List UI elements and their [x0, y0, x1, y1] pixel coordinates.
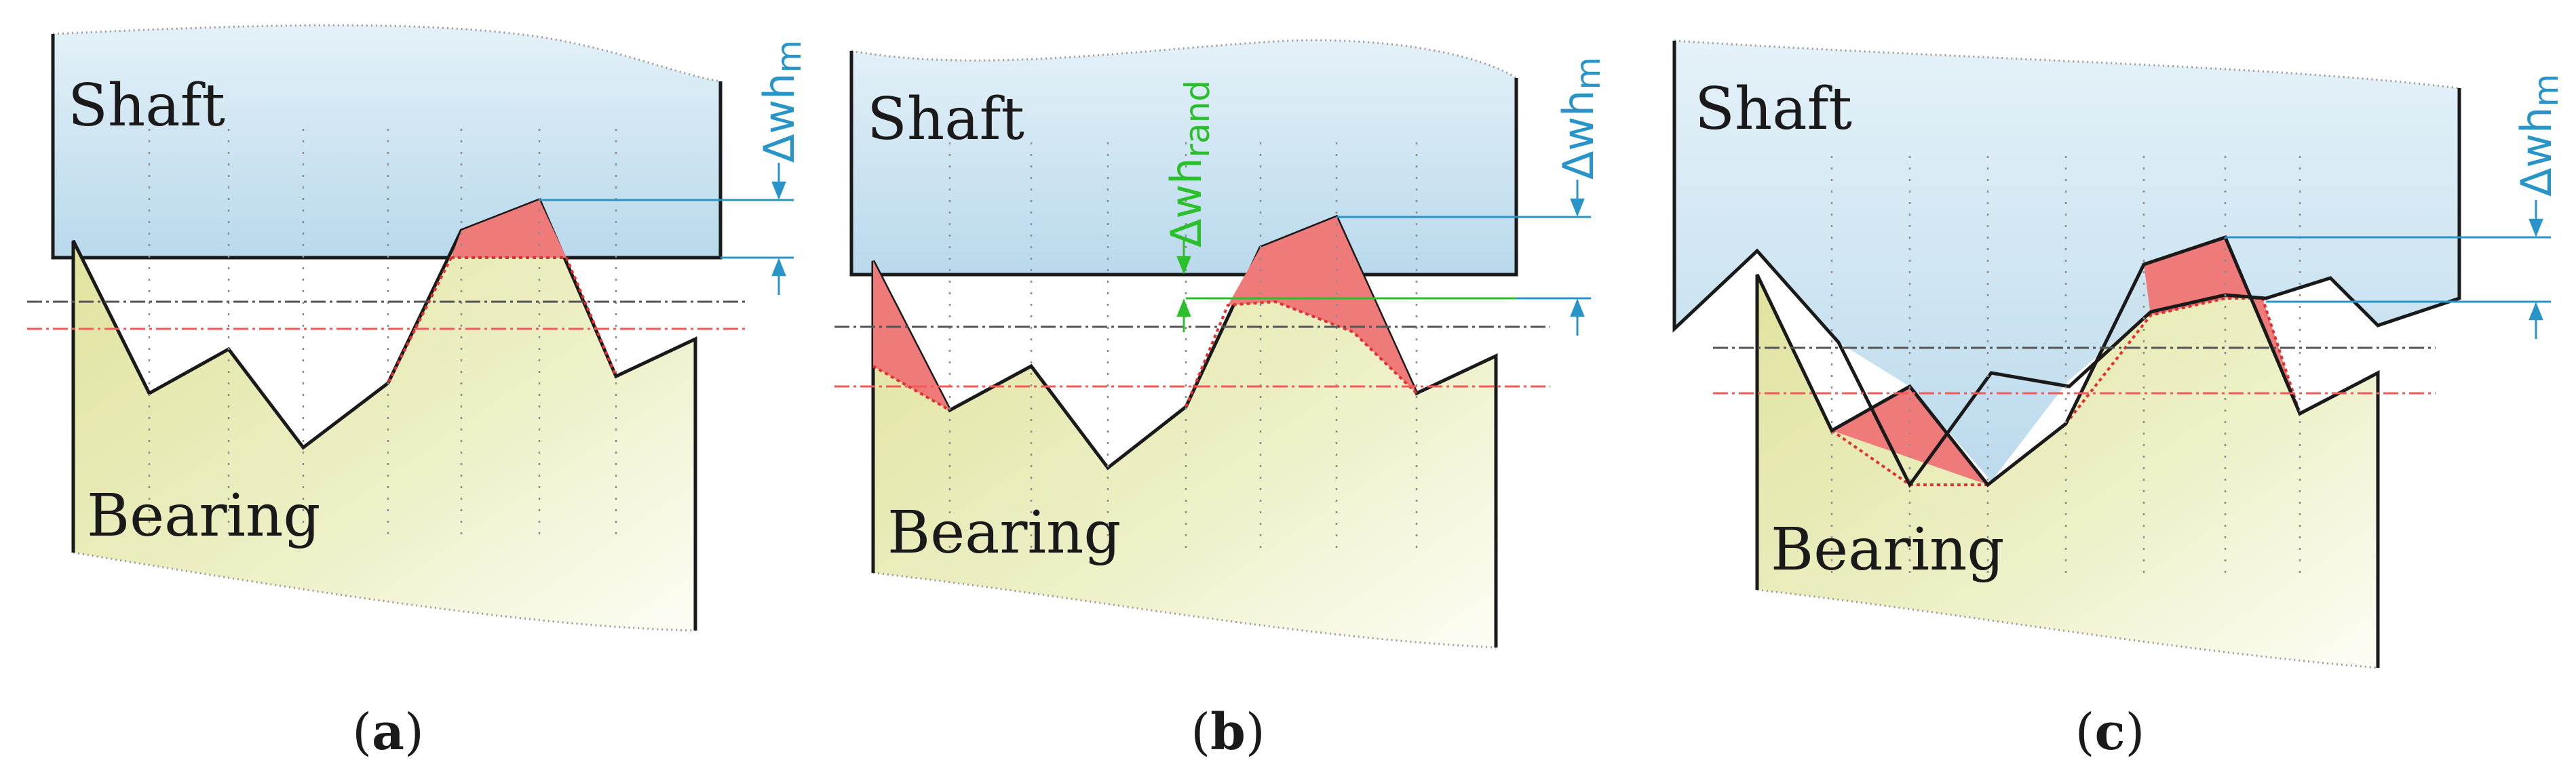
shaft-label: Shaft — [68, 72, 225, 140]
worn-profile — [387, 256, 617, 384]
svg-text:Δwhm: Δwhm — [2512, 74, 2566, 197]
overlap-region-right — [1228, 217, 1417, 393]
panel-a: Δwhm Shaft Bearing (a) — [27, 24, 809, 761]
bearing-body — [73, 200, 695, 631]
bearing-body — [873, 217, 1496, 648]
dimension-wear-m: Δwhm — [539, 40, 809, 295]
bearing-label: Bearing — [887, 499, 1121, 567]
shaft-outline — [849, 51, 1518, 277]
bearing-body — [1757, 237, 2378, 668]
dimension-wear-m: Δwhm — [1337, 57, 1608, 336]
dim-subscript: m — [769, 40, 809, 73]
worn-profile — [872, 300, 1418, 412]
bearing-label: Bearing — [87, 482, 320, 550]
overlap-region-left — [873, 261, 950, 410]
dimension-wear-m: Δwhm — [2225, 74, 2566, 339]
svg-text:Δwhm: Δwhm — [754, 40, 809, 163]
overlap-region-left — [1832, 386, 1988, 485]
caption-c: (c) — [2075, 703, 2145, 761]
dimension-wear-rand: Δwhrand — [1161, 80, 1591, 332]
dim-subscript: m — [1569, 57, 1608, 90]
shaft-outline — [51, 34, 723, 260]
bearing-bottom-edge — [872, 572, 1497, 649]
dim-symbol: Δwh — [1554, 90, 1603, 180]
caption-b: (b) — [1191, 703, 1265, 761]
bearing-outline — [1755, 235, 2380, 668]
dim-subscript: rand — [1178, 80, 1217, 158]
shaft-body — [1674, 41, 2459, 481]
caption-a: (a) — [352, 703, 424, 761]
bearing-bottom-edge — [1756, 589, 2379, 669]
overlap-region-right — [2144, 237, 2300, 414]
panel-b: Δwhrand Δwhm Shaft Bearing (b) — [834, 39, 1608, 761]
dim-symbol: Δwh — [754, 73, 804, 163]
svg-text:Δwhm: Δwhm — [1554, 57, 1608, 180]
dim-symbol: Δwh — [2512, 107, 2561, 197]
shaft-outline — [1672, 41, 2461, 488]
panel-c: Δwhm Shaft Bearing (c) — [1672, 39, 2566, 761]
shaft-label: Shaft — [1695, 75, 1852, 143]
dim-symbol: Δwh — [1161, 158, 1211, 247]
shaft-label: Shaft — [867, 85, 1024, 153]
grid-lines — [1830, 156, 2301, 576]
overlap-region — [451, 200, 566, 258]
svg-text:Δwhrand: Δwhrand — [1161, 80, 1217, 247]
shaft-body — [53, 25, 720, 258]
bearing-label: Bearing — [1771, 516, 2004, 584]
dim-subscript: m — [2526, 74, 2566, 107]
